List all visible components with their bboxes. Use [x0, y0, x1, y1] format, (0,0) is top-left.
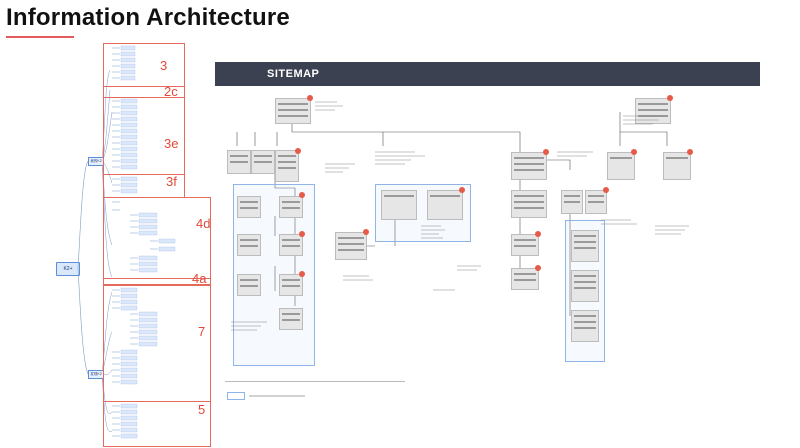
page-title: Information Architecture — [6, 4, 290, 31]
marker-pin — [299, 192, 305, 198]
page-card-w — [607, 152, 635, 180]
legend-divider — [225, 381, 405, 382]
region-label-5: 5 — [198, 402, 206, 417]
region-label-2c: 2c — [164, 84, 178, 99]
sitemap-canvas — [215, 86, 760, 422]
marker-pin — [363, 229, 369, 235]
marker-pin — [687, 149, 693, 155]
page-card-a — [227, 150, 251, 174]
marker-pin — [295, 148, 301, 154]
marker-pin — [299, 271, 305, 277]
sitemap-header: SITEMAP — [215, 62, 760, 86]
page-card-s — [585, 190, 607, 214]
marker-pin — [667, 95, 673, 101]
page-card-c — [275, 150, 299, 182]
legend-text — [249, 395, 305, 397]
annotation-notes — [231, 101, 689, 331]
title-underline — [6, 36, 74, 38]
page-card-p — [511, 234, 539, 256]
region-label-3: 3 — [160, 58, 168, 73]
page-card-r — [561, 190, 583, 214]
page-card-i — [279, 274, 303, 296]
marker-pin — [535, 231, 541, 237]
mindmap-root-node: K2+ — [56, 262, 80, 276]
sitemap-panel: SITEMAP — [215, 62, 760, 422]
mindmap-leaves — [112, 45, 176, 439]
page-card-g — [279, 234, 303, 256]
region-4a — [103, 278, 211, 286]
marker-pin — [543, 149, 549, 155]
region-label-7: 7 — [198, 324, 206, 339]
page-card-x — [663, 152, 691, 180]
marker-pin — [535, 265, 541, 271]
page-card-b — [251, 150, 275, 174]
page-card-o — [511, 190, 547, 218]
page-card-d — [237, 196, 261, 218]
page-card-u — [571, 270, 599, 302]
mindmap: K2+ 我的K2 发现K2 3 2c 3e 3f 4d 4a 7 5 — [0, 40, 215, 448]
page-card-e — [279, 196, 303, 218]
page-card-f — [237, 234, 261, 256]
page-card-v — [571, 310, 599, 342]
marker-pin — [459, 187, 465, 193]
page-card-l — [381, 190, 417, 220]
region-label-4d: 4d — [196, 216, 211, 231]
page-card-home — [275, 98, 311, 124]
page-card-n — [511, 152, 547, 180]
region-label-3e: 3e — [164, 136, 179, 151]
region-label-4a: 4a — [192, 271, 207, 286]
page-card-j — [279, 308, 303, 330]
page-card-m — [427, 190, 463, 220]
marker-pin — [307, 95, 313, 101]
marker-pin — [631, 149, 637, 155]
region-5 — [103, 401, 211, 447]
page-card-q — [511, 268, 539, 290]
sitemap-title: SITEMAP — [267, 68, 320, 80]
marker-pin — [603, 187, 609, 193]
page-card-t — [571, 230, 599, 262]
marker-pin — [299, 231, 305, 237]
legend-swatch — [227, 392, 245, 400]
page-card-h — [237, 274, 261, 296]
region-label-3f: 3f — [166, 174, 177, 189]
page-card-k — [335, 232, 367, 260]
